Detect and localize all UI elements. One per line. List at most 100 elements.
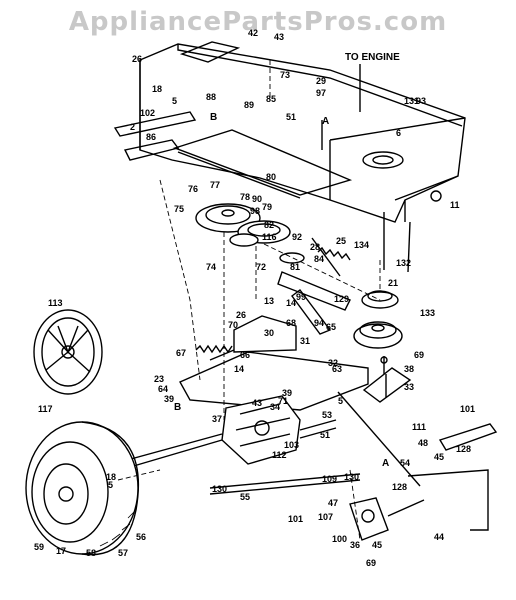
callout-6: 6 — [396, 128, 401, 138]
callout-30: 30 — [264, 328, 274, 338]
callout-33: 33 — [404, 382, 414, 392]
callout-67: 67 — [176, 348, 186, 358]
callout-59: 59 — [34, 542, 44, 552]
callout-84: 84 — [314, 254, 324, 264]
callout-100: 100 — [332, 534, 347, 544]
frame-assembly — [113, 41, 466, 223]
callout-36: 36 — [350, 540, 360, 550]
callout-128: 128 — [456, 444, 471, 454]
callout-5: 5 — [108, 480, 113, 490]
idler-bracket — [277, 237, 351, 335]
transmission-bracket — [179, 315, 412, 411]
callout-129: 129 — [334, 294, 349, 304]
callout-48: 48 — [418, 438, 428, 448]
callout-128: 128 — [392, 482, 407, 492]
callout-2: 2 — [130, 122, 135, 132]
callout-99: 99 — [296, 292, 306, 302]
callout-109: 109 — [322, 474, 337, 484]
assembly-guides — [117, 60, 381, 541]
callout-38: 38 — [404, 364, 414, 374]
callout-117: 117 — [38, 404, 53, 414]
callout-131: 131 — [404, 96, 419, 106]
callout-65: 65 — [326, 322, 336, 332]
callout-76: 76 — [188, 184, 198, 194]
callout-101: 101 — [460, 404, 475, 414]
watermark-text: AppliancePartsPros.com — [69, 7, 447, 37]
callout-85: 85 — [266, 94, 276, 104]
callout-51: 51 — [286, 112, 296, 122]
callout-92: 92 — [292, 232, 302, 242]
callout-55: 55 — [240, 492, 250, 502]
callout-111: 111 — [412, 422, 426, 432]
callout-21: 21 — [388, 278, 398, 288]
to-engine-label: TO ENGINE — [345, 52, 400, 63]
callout-26: 26 — [236, 310, 246, 320]
callout-66: 66 — [240, 350, 250, 360]
callout-75: 75 — [174, 204, 184, 214]
transaxle — [119, 395, 337, 471]
callout-77: 77 — [210, 180, 220, 190]
bolts — [321, 120, 411, 273]
callout-130: 130 — [344, 472, 359, 482]
callout-69: 69 — [366, 558, 376, 568]
callout-34: 34 — [270, 402, 280, 412]
callout-78: 78 — [240, 192, 250, 202]
ref-a-bottom: A — [382, 458, 389, 469]
callout-28: 28 — [310, 242, 320, 252]
callout-45: 45 — [372, 540, 382, 550]
callout-93: 93 — [416, 96, 426, 106]
callout-5: 5 — [172, 96, 177, 106]
callout-79: 79 — [262, 202, 272, 212]
springs — [195, 246, 351, 354]
callout-134: 134 — [354, 240, 369, 250]
callout-94: 94 — [314, 318, 324, 328]
callout-80: 80 — [266, 172, 276, 182]
callout-68: 68 — [286, 318, 296, 328]
clutch-pulleys — [353, 290, 403, 398]
callout-71: 71 — [278, 396, 288, 406]
callout-43: 43 — [274, 32, 284, 42]
callout-58: 58 — [86, 548, 96, 558]
callout-63: 63 — [332, 364, 342, 374]
callout-90: 90 — [252, 194, 262, 204]
callout-102: 102 — [140, 108, 155, 118]
callout-132: 132 — [396, 258, 411, 268]
callout-25: 25 — [336, 236, 346, 246]
callout-11: 11 — [450, 200, 460, 210]
callout-89: 89 — [244, 100, 254, 110]
rear-tire — [25, 421, 140, 556]
callout-17: 17 — [56, 546, 66, 556]
callout-56: 56 — [136, 532, 146, 542]
callout-73: 73 — [280, 70, 290, 80]
callout-112: 112 — [272, 450, 287, 460]
ref-b-bottom: B — [174, 402, 181, 413]
callout-88: 88 — [206, 92, 216, 102]
callout-47: 47 — [328, 498, 338, 508]
callout-39: 39 — [282, 388, 292, 398]
callout-51: 51 — [320, 430, 330, 440]
callout-82: 82 — [264, 220, 274, 230]
callout-26: 26 — [132, 54, 142, 64]
callout-103: 103 — [284, 440, 299, 450]
callout-37: 37 — [212, 414, 222, 424]
pulley-group — [195, 203, 305, 264]
callout-43: 43 — [252, 398, 262, 408]
callout-23: 23 — [154, 374, 164, 384]
callout-130: 130 — [212, 484, 227, 494]
callout-97: 97 — [316, 88, 326, 98]
callout-86: 86 — [146, 132, 156, 142]
callout-32: 32 — [328, 358, 338, 368]
callout-69: 69 — [414, 350, 424, 360]
ref-b-top: B — [210, 112, 217, 123]
callout-113: 113 — [48, 298, 63, 308]
callout-39: 39 — [164, 394, 174, 404]
callout-64: 64 — [158, 384, 168, 394]
callout-5: 5 — [338, 396, 343, 406]
callout-74: 74 — [206, 262, 216, 272]
callout-53: 53 — [322, 410, 332, 420]
callout-18: 18 — [152, 84, 162, 94]
ref-a-top: A — [322, 116, 329, 127]
callout-45: 45 — [434, 452, 444, 462]
deck-plate — [172, 129, 353, 199]
